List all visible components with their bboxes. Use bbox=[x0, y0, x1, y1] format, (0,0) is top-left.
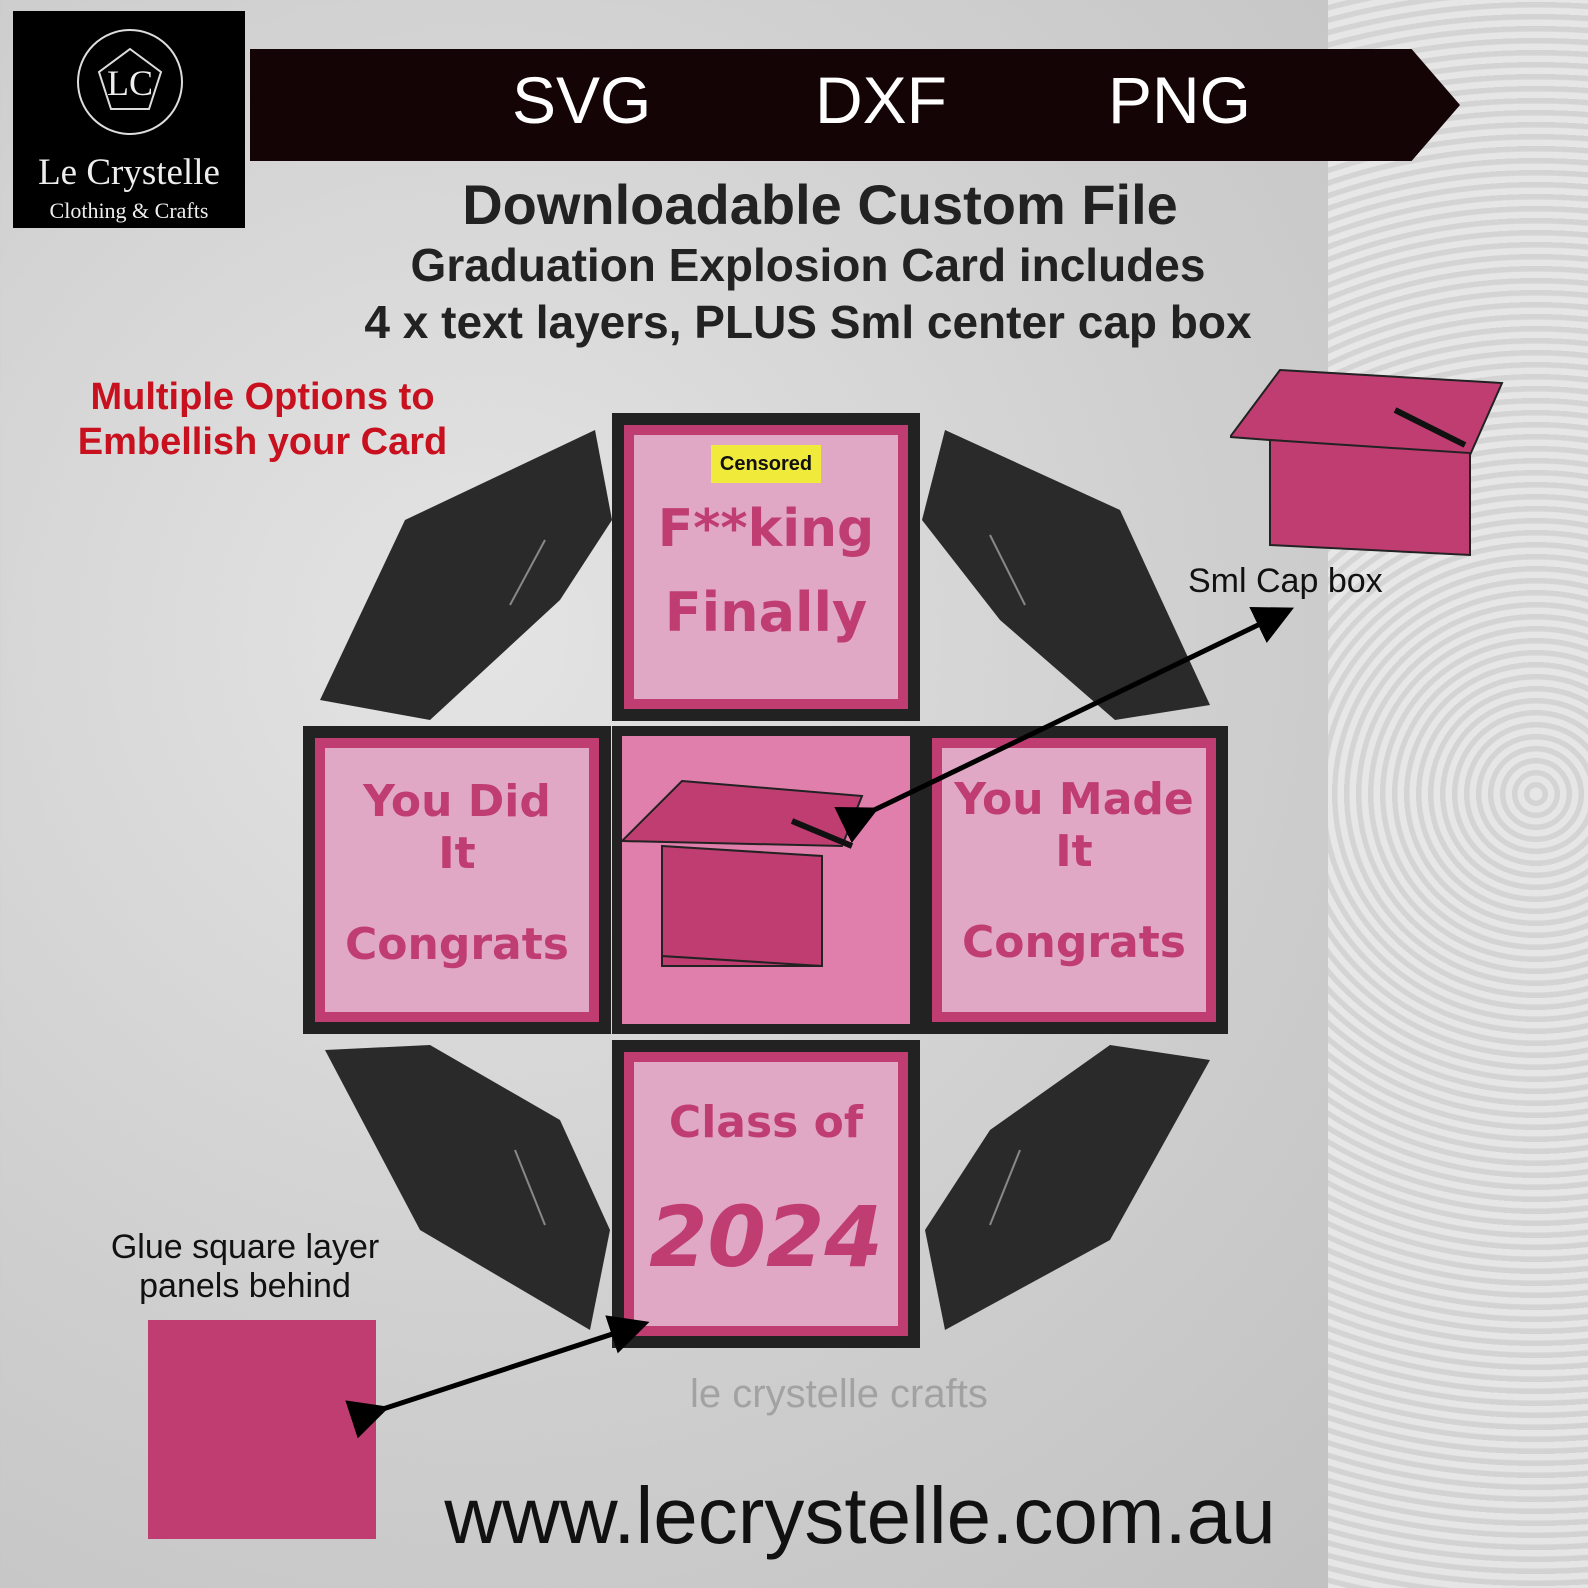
panel-bottom-year: 2024 bbox=[649, 1188, 883, 1286]
cap-box-label: Sml Cap box bbox=[1188, 562, 1383, 600]
heading-line3: 4 x text layers, PLUS Sml center cap box bbox=[364, 296, 1252, 348]
small-cap-box-icon bbox=[1230, 368, 1504, 557]
options-note-line1: Multiple Options to bbox=[90, 376, 435, 418]
panel-right-line3: Congrats bbox=[962, 917, 1186, 968]
panel-left-line3: Congrats bbox=[345, 919, 569, 970]
panel-left: You Did It Congrats bbox=[303, 726, 611, 1034]
logo-name: Le Crystelle bbox=[38, 152, 220, 193]
logo: LC Le Crystelle Clothing & Crafts bbox=[13, 11, 245, 228]
format-svg: SVG bbox=[512, 63, 652, 137]
grad-cap-icon bbox=[925, 1045, 1210, 1330]
website-url: www.lecrystelle.com.au bbox=[444, 1471, 1276, 1560]
panel-top: Censored F**king Finally bbox=[612, 413, 920, 721]
panel-right-line1: You Made bbox=[954, 774, 1194, 825]
options-note: Multiple Options to Embellish your Card bbox=[50, 375, 475, 465]
panel-center bbox=[612, 726, 920, 1034]
cap-box-icon bbox=[622, 779, 864, 968]
panel-top-line1: F**king bbox=[657, 499, 875, 559]
panel-bottom-line1: Class of bbox=[668, 1097, 864, 1148]
format-dxf: DXF bbox=[815, 63, 947, 137]
glue-square-swatch bbox=[148, 1320, 376, 1539]
options-note-line2: Embellish your Card bbox=[77, 421, 448, 463]
watermark: le crystelle crafts bbox=[690, 1372, 988, 1416]
panel-left-line1: You Did bbox=[363, 776, 551, 827]
lace-decoration bbox=[1328, 0, 1588, 1588]
censored-sticker: Censored bbox=[711, 445, 821, 483]
format-banner bbox=[250, 49, 1460, 161]
panel-right: You Made It Congrats bbox=[920, 726, 1228, 1034]
grad-cap-icon bbox=[325, 1045, 610, 1330]
crystal-logo-icon: LC bbox=[77, 29, 183, 135]
glue-label: Glue square layer panels behind bbox=[80, 1228, 410, 1306]
panel-top-line2: Finally bbox=[664, 581, 868, 644]
grad-cap-icon bbox=[320, 430, 612, 720]
logo-tagline: Clothing & Crafts bbox=[49, 198, 209, 223]
glue-label-line2: panels behind bbox=[139, 1267, 351, 1305]
grad-cap-icon bbox=[922, 430, 1210, 720]
panel-right-line2: It bbox=[1055, 826, 1093, 877]
heading-title: Downloadable Custom File bbox=[462, 173, 1178, 236]
panel-left-line2: It bbox=[438, 828, 476, 879]
glue-label-line1: Glue square layer bbox=[110, 1228, 380, 1266]
panel-bottom: Class of 2024 bbox=[612, 1040, 920, 1348]
svg-text:LC: LC bbox=[107, 63, 153, 103]
heading-line2: Graduation Explosion Card includes bbox=[410, 239, 1206, 291]
format-png: PNG bbox=[1108, 63, 1252, 137]
